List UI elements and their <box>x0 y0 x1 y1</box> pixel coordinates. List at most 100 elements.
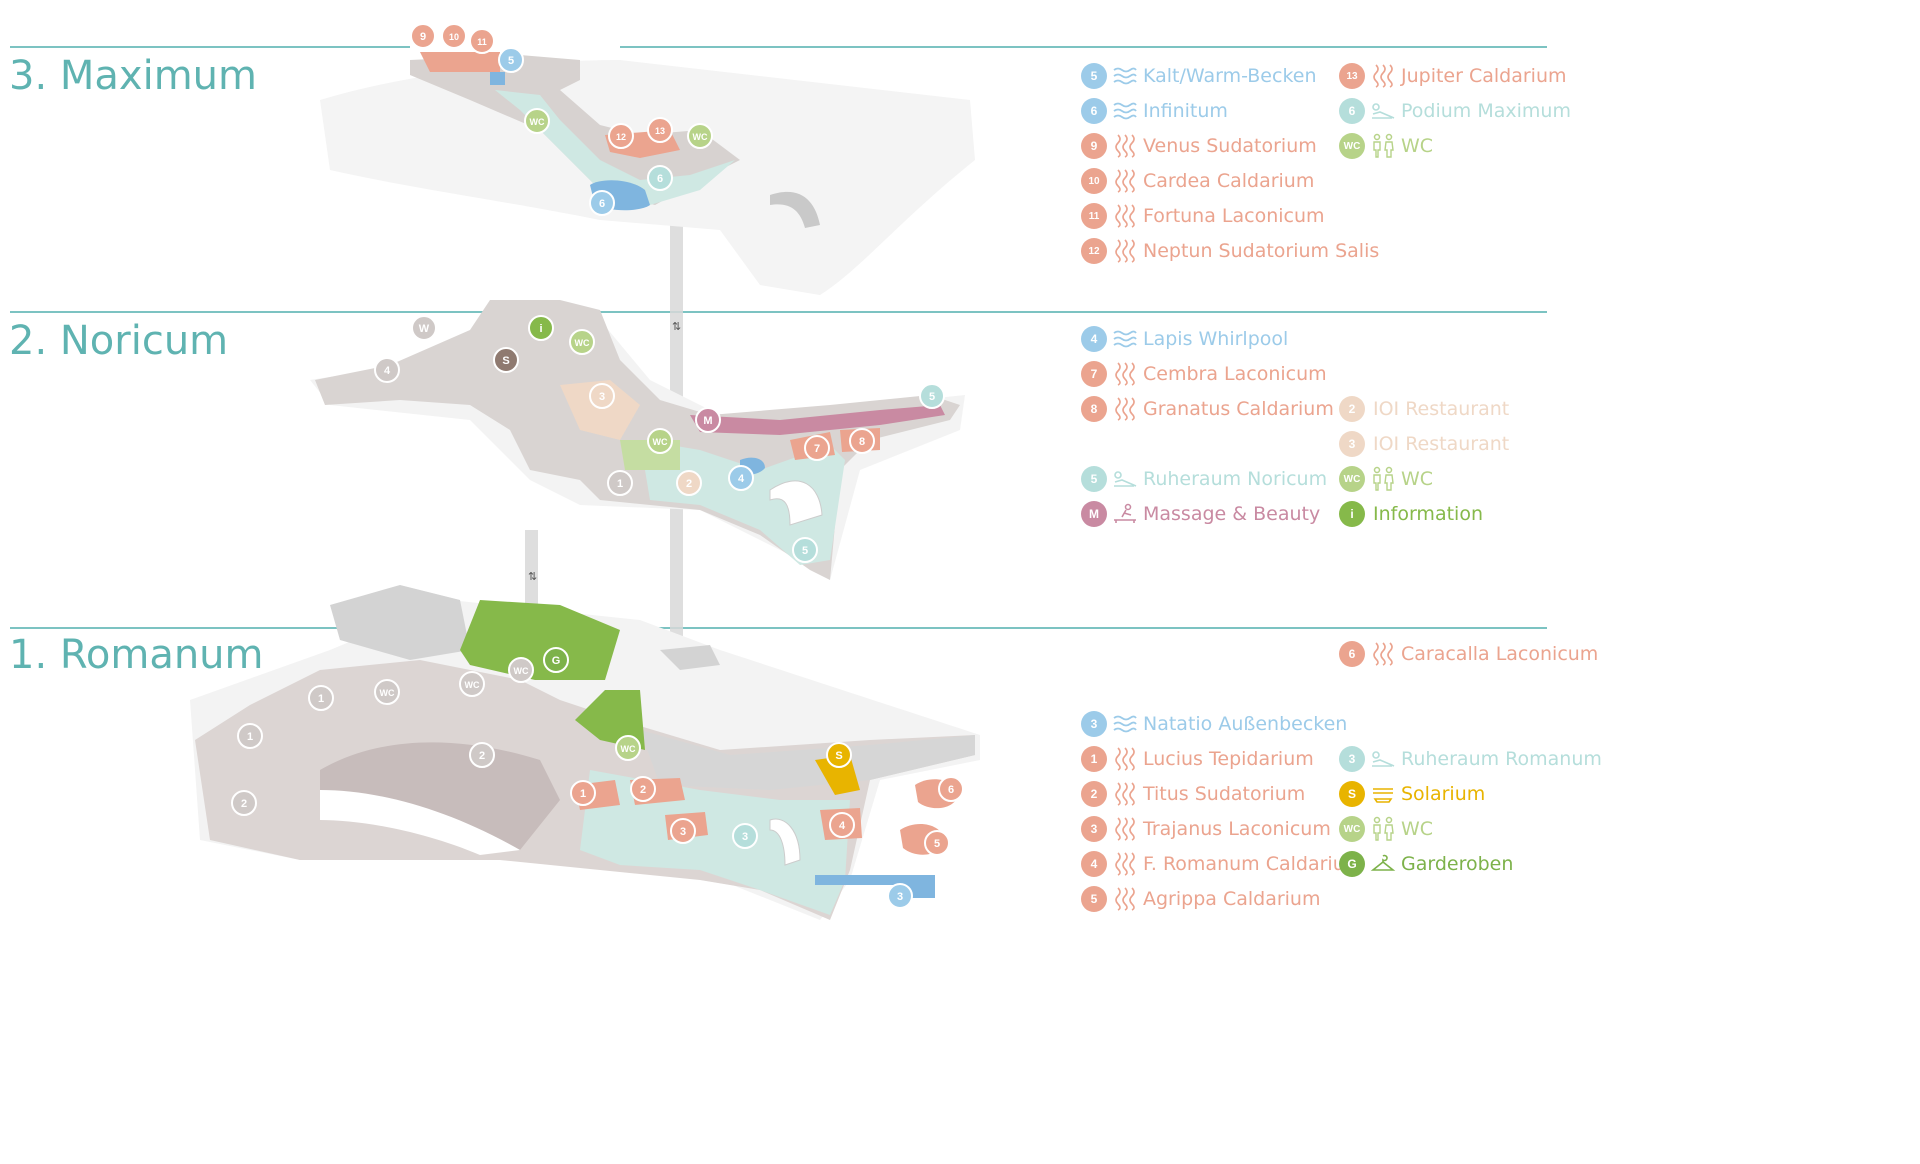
map-marker-maximum: 6 <box>589 190 615 216</box>
lounge-area <box>320 790 520 855</box>
map-marker-noricum: 2 <box>676 470 702 496</box>
map-marker-label: WC <box>530 117 545 127</box>
map-marker-noricum: i <box>528 315 554 341</box>
map-marker-noricum: 8 <box>849 428 875 454</box>
map-marker-label: 3 <box>599 391 605 403</box>
legend-badge: 5 <box>1081 886 1107 912</box>
wave-icon <box>1111 63 1139 89</box>
stair <box>770 191 820 228</box>
map-marker-label: 7 <box>814 443 820 455</box>
map-marker-label: 1 <box>247 731 253 743</box>
legend-badge: 10 <box>1081 168 1107 194</box>
massage-area <box>690 405 945 435</box>
map-marker-label: W <box>419 323 430 335</box>
legend-label: Lapis Whirlpool <box>1143 328 1289 350</box>
legend-label: Caracalla Laconicum <box>1401 643 1599 665</box>
floor-divider-maximum-right <box>620 46 1547 48</box>
rest-area <box>495 90 735 205</box>
floor-divider-maximum-left <box>10 46 410 48</box>
map-marker-label: S <box>835 750 842 762</box>
legend-label: Neptun Sudatorium Salis <box>1143 240 1380 262</box>
legend-badge: 9 <box>1081 133 1107 159</box>
map-marker-label: 2 <box>241 798 247 810</box>
map-marker-label: 6 <box>599 198 605 210</box>
legend-label: Fortuna Laconicum <box>1143 205 1325 227</box>
garderobe-icon <box>1369 851 1397 877</box>
map-marker-label: 6 <box>948 784 954 796</box>
legend-badge: 3 <box>1081 711 1107 737</box>
map-marker-label: 5 <box>508 55 514 67</box>
stair <box>769 480 823 526</box>
legend-badge: 4 <box>1081 851 1107 877</box>
legend-badge: 3 <box>1339 431 1365 457</box>
floor-divider-romanum <box>10 627 1547 629</box>
floor-divider-noricum <box>10 311 1547 313</box>
legend-label: Granatus Caldarium <box>1143 398 1334 420</box>
legend-badge: 2 <box>1081 781 1107 807</box>
legend-badge: G <box>1339 851 1365 877</box>
map-marker-romanum: 3 <box>670 818 696 844</box>
legend-badge: 1 <box>1081 746 1107 772</box>
legend-label: Ruheraum Noricum <box>1143 468 1328 490</box>
map-marker-label: G <box>552 655 561 667</box>
legend-label: Kalt/Warm-Becken <box>1143 65 1317 87</box>
map-marker-label: 5 <box>929 391 935 403</box>
map-marker-label: 13 <box>655 126 665 136</box>
map-marker-label: 1 <box>318 693 324 705</box>
steam-icon <box>1111 168 1139 194</box>
legend-badge: 11 <box>1081 203 1107 229</box>
map-marker-noricum: 4 <box>374 357 400 383</box>
map-marker-label: 9 <box>420 31 426 43</box>
map-marker-maximum: WC <box>687 123 713 149</box>
steam-icon <box>1369 63 1397 89</box>
map-marker-label: 3 <box>897 891 903 903</box>
steam-icon <box>1111 133 1139 159</box>
legend-label: WC <box>1401 818 1434 840</box>
map-marker-label: 1 <box>580 788 586 800</box>
map-marker-romanum: 3 <box>732 823 758 849</box>
map-marker-label: 3 <box>742 831 748 843</box>
map-marker-romanum: WC <box>615 735 641 761</box>
legend-item-romanum: 2 Titus Sudatorium <box>1081 780 1305 808</box>
garderobe-area <box>460 600 620 680</box>
map-marker-maximum: 5 <box>498 47 524 73</box>
map-marker-label: 4 <box>738 473 745 485</box>
lounger-icon <box>1369 98 1397 124</box>
legend-label: Trajanus Laconicum <box>1143 818 1331 840</box>
service-area <box>660 645 720 670</box>
map-marker-label: S <box>502 355 509 367</box>
steam-icon <box>1111 851 1139 877</box>
floor-title-noricum: 2. Noricum <box>9 318 229 364</box>
map-marker-romanum: WC <box>508 657 534 683</box>
steam-icon <box>1111 238 1139 264</box>
legend-label: Massage & Beauty <box>1143 503 1321 525</box>
map-marker-label: 3 <box>680 826 686 838</box>
legend-label: IOI Restaurant <box>1373 398 1510 420</box>
legend-label: Titus Sudatorium <box>1143 783 1306 805</box>
map-marker-label: 12 <box>616 132 626 142</box>
legend-label: Lucius Tepidarium <box>1143 748 1314 770</box>
map-marker-label: 2 <box>686 478 692 490</box>
legend-label: Information <box>1373 503 1483 525</box>
legend-label: Infinitum <box>1143 100 1228 122</box>
map-marker-noricum: 4 <box>728 465 754 491</box>
map-marker-label: WC <box>380 688 395 698</box>
lounger-icon <box>1369 746 1397 772</box>
map-marker-romanum: 1 <box>570 780 596 806</box>
map-marker-label: 5 <box>802 545 808 557</box>
restaurant-area <box>560 380 640 440</box>
map-marker-label: WC <box>653 437 668 447</box>
legend-badge: 7 <box>1081 361 1107 387</box>
legend-label: Podium Maximum <box>1401 100 1571 122</box>
legend-badge: 6 <box>1081 98 1107 124</box>
